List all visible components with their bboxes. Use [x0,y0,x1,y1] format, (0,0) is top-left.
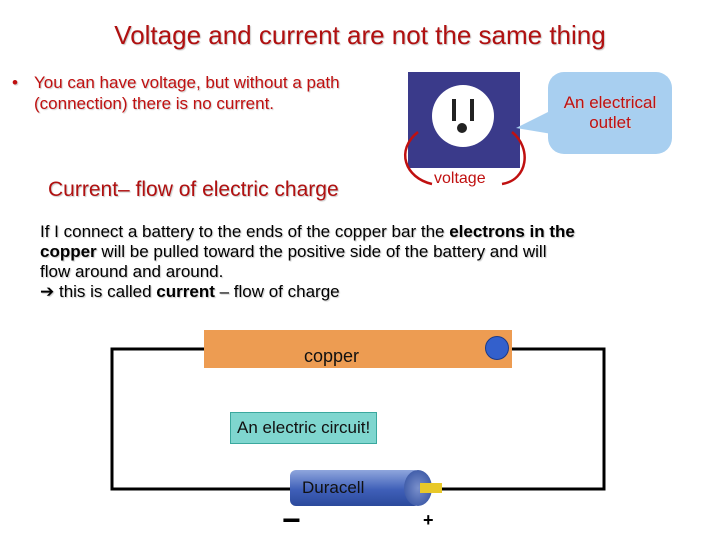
explanation-paragraph: If I connect a battery to the ends of th… [40,222,580,302]
electrical-outlet-icon [408,72,520,168]
circuit-wire-right [442,347,606,491]
current-heading: Current– flow of electric charge [48,178,339,201]
battery-label: Duracell [302,478,365,497]
para-post-current: – flow of charge [214,282,340,301]
bullet-marker: • [12,73,18,92]
outlet-callout: An electrical outlet [548,72,672,154]
electron-dot [485,336,509,360]
voltage-wire-left [403,131,433,186]
outlet-face [432,85,494,147]
slide-title: Voltage and current are not the same thi… [114,20,606,50]
voltage-wire-right [501,131,526,186]
para-bold-current: current [156,282,215,301]
para-mid: will be pulled toward the positive side … [40,242,547,281]
bullet-text: You can have voltage, but without a path… [34,73,340,113]
copper-bar: copper [204,330,512,368]
outlet-slot-left [452,99,456,121]
battery-positive-terminal [420,483,442,493]
para-pre-current: this is called [54,282,157,301]
minus-sign: − [282,502,301,538]
circuit-label: An electric circuit! [230,412,378,444]
callout-tail [516,110,552,134]
outlet-slot-right [470,99,474,121]
outlet-ground-hole [457,123,467,133]
para-intro: If I connect a battery to the ends of th… [40,222,450,241]
circuit-wire-left [110,347,290,491]
voltage-label: voltage [434,170,486,187]
copper-label: copper [304,346,360,366]
arrow-icon: ➔ [40,282,55,301]
plus-sign: + [423,510,434,530]
battery-icon [290,470,420,506]
para-bold-electrons: electrons in the copper [40,222,575,261]
